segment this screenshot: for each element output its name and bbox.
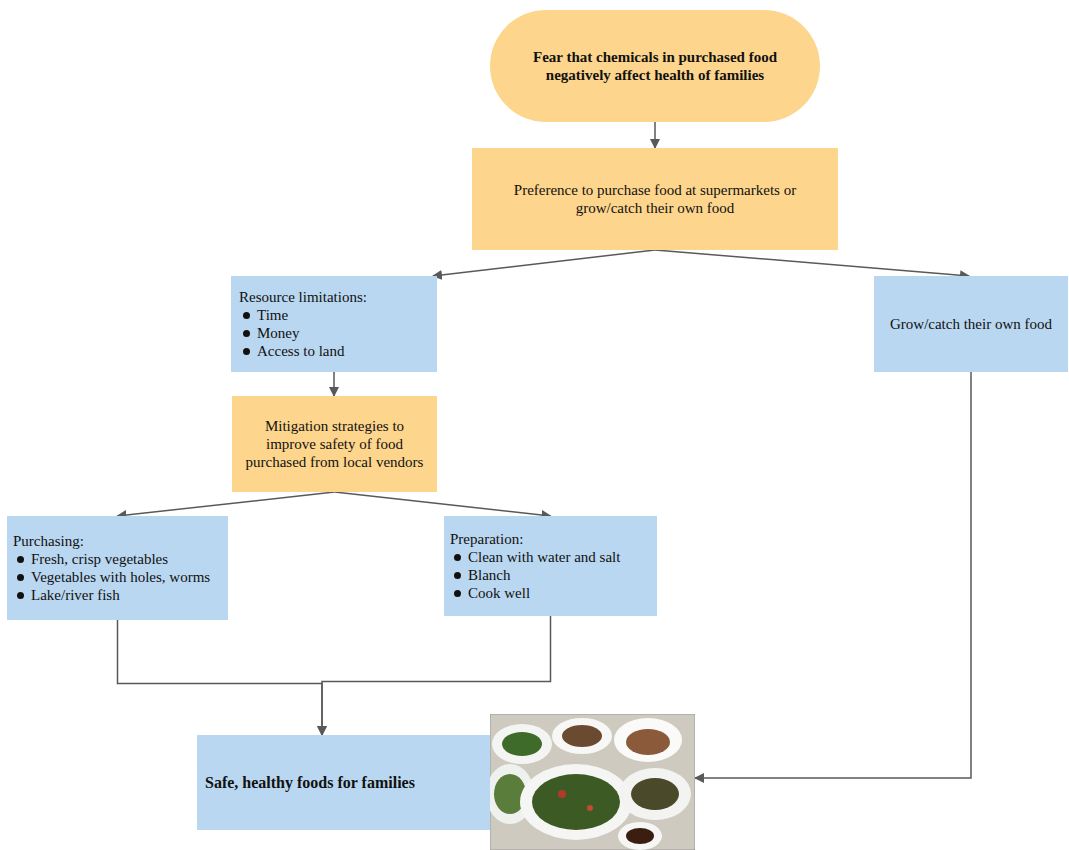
bullet-item: Access to land — [239, 342, 429, 360]
factor-box: Resource limitations:TimeMoneyAccess to … — [231, 276, 437, 372]
bullet-item: Fresh, crisp vegetables — [13, 550, 222, 568]
box-text: Mitigation strategies to improve safety … — [240, 417, 429, 471]
bullet-item: Time — [239, 306, 429, 324]
flow-arrow — [695, 372, 971, 778]
bullet-item: Clean with water and salt — [450, 548, 651, 566]
box-heading: Purchasing: — [13, 532, 84, 550]
box-text: Cook well — [468, 584, 530, 602]
box-heading: Resource limitations: — [239, 288, 367, 306]
bullet-dot — [243, 348, 250, 355]
snails — [631, 778, 679, 810]
box-text: Fresh, crisp vegetables — [31, 550, 168, 568]
box-text: Preference to purchase food at supermark… — [486, 181, 824, 217]
flow-arrow — [433, 250, 655, 276]
stir-fry — [532, 774, 620, 830]
box-text: Vegetables with holes, worms — [31, 568, 210, 586]
text-row: Mitigation strategies to improve safety … — [240, 417, 429, 471]
text-row: Preparation: — [450, 530, 651, 548]
table-surface — [490, 714, 695, 850]
flow-arrow — [654, 122, 656, 148]
box-heading: Preparation: — [450, 530, 523, 548]
outcome-box: Safe, healthy foods for families — [197, 735, 490, 830]
bullet-dot — [243, 312, 250, 319]
chili — [558, 790, 566, 798]
strategy-box: Preparation:Clean with water and saltBla… — [444, 516, 657, 616]
strategy-box: Purchasing:Fresh, crisp vegetablesVegeta… — [7, 516, 228, 620]
bullet-dot — [454, 590, 461, 597]
sauce-bowl — [618, 822, 662, 850]
food-photo — [490, 714, 695, 850]
bullet-dot — [17, 556, 24, 563]
meat-dish — [562, 725, 602, 747]
chili — [587, 805, 593, 811]
bullet-item: Blanch — [450, 566, 651, 584]
process-box: Mitigation strategies to improve safety … — [232, 396, 437, 492]
bullet-item: Money — [239, 324, 429, 342]
stew — [626, 729, 670, 755]
box-text: Time — [257, 306, 288, 324]
sauce — [626, 828, 654, 844]
box-text: Lake/river fish — [31, 586, 120, 604]
option-box: Grow/catch their own food — [874, 276, 1068, 372]
plate — [619, 768, 691, 820]
plate — [552, 718, 612, 754]
bullet-item: Vegetables with holes, worms — [13, 568, 222, 586]
bullet-dot — [243, 330, 250, 337]
box-text: Money — [257, 324, 300, 342]
process-box: Preference to purchase food at supermark… — [472, 148, 838, 250]
box-text: Access to land — [257, 342, 344, 360]
flow-arrow — [335, 492, 551, 516]
flow-arrow — [655, 250, 969, 276]
text-row: Safe, healthy foods for families — [205, 773, 482, 792]
box-text: Safe, healthy foods for families — [205, 773, 415, 792]
text-row: Purchasing: — [13, 532, 222, 550]
bullet-dot — [454, 572, 461, 579]
photo-frame — [490, 714, 695, 850]
text-row: Preference to purchase food at supermark… — [486, 181, 824, 217]
box-text: Grow/catch their own food — [890, 315, 1052, 333]
bullet-dot — [17, 592, 24, 599]
flow-arrow — [333, 372, 335, 396]
box-text: Blanch — [468, 566, 511, 584]
text-row: Resource limitations: — [239, 288, 429, 306]
bullet-dot — [454, 554, 461, 561]
greens — [502, 732, 542, 756]
bowl — [614, 718, 682, 762]
box-text: Fear that chemicals in purchased food ne… — [524, 48, 786, 84]
box-text: Clean with water and salt — [468, 548, 620, 566]
start-terminal: Fear that chemicals in purchased food ne… — [490, 10, 820, 122]
plate — [492, 724, 552, 764]
text-row: Grow/catch their own food — [884, 315, 1058, 333]
bullet-dot — [17, 574, 24, 581]
large-plate — [520, 764, 632, 840]
text-row: Fear that chemicals in purchased food ne… — [524, 48, 786, 84]
flow-arrow — [118, 620, 323, 735]
bullet-item: Cook well — [450, 584, 651, 602]
flow-arrow — [118, 492, 335, 516]
bullet-item: Lake/river fish — [13, 586, 222, 604]
